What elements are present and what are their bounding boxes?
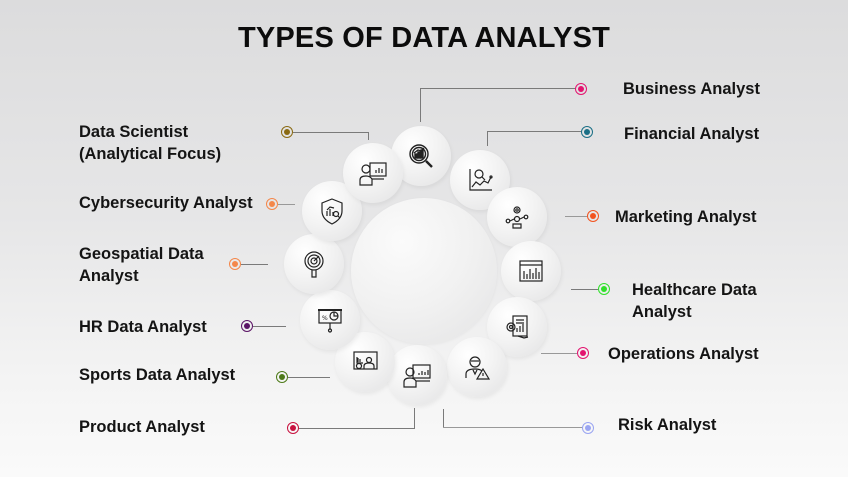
geospatial-data-analyst-label-line1: Geospatial Data xyxy=(79,245,204,263)
connector-geospatial xyxy=(241,264,268,265)
person-warning-icon xyxy=(465,356,491,380)
cybersecurity-dot xyxy=(266,198,278,210)
healthcare-data-analyst-label-line1: Healthcare Data xyxy=(632,281,757,299)
geospatial-data-analyst-label-line2: Analyst xyxy=(79,267,139,285)
data-scientist-bubble xyxy=(343,143,403,203)
connector-data-scientist xyxy=(293,132,369,133)
connector-marketing xyxy=(565,216,587,217)
presentation-board-icon: % xyxy=(318,309,342,333)
sports-dot xyxy=(276,371,288,383)
hr-data-analyst-label: HR Data Analyst xyxy=(79,318,207,336)
network-person-icon xyxy=(505,206,529,229)
connector-cybersecurity xyxy=(278,204,295,205)
connector-risk xyxy=(443,427,583,428)
sports-data-analyst-label: Sports Data Analyst xyxy=(79,366,236,384)
magnifier-chart-icon xyxy=(409,144,433,168)
connector-operations xyxy=(541,353,577,354)
gear-report-icon xyxy=(506,315,529,339)
connector-hr xyxy=(253,326,286,327)
person-monitor-icon xyxy=(403,364,431,388)
risk-analyst-bubble xyxy=(447,337,507,397)
business-dot xyxy=(575,83,587,95)
product-analyst-bubble xyxy=(387,345,447,405)
healthcare-data-analyst-label-line2: Analyst xyxy=(632,303,692,321)
connector-product xyxy=(298,428,415,429)
healthcare-dot xyxy=(598,283,610,295)
product-dot xyxy=(287,422,299,434)
connector-business xyxy=(420,89,421,122)
presenter-chart-icon xyxy=(353,351,378,370)
operations-analyst-label: Operations Analyst xyxy=(608,345,759,363)
operations-dot xyxy=(577,347,589,359)
data-scientist-label-line2: (Analytical Focus) xyxy=(79,145,222,163)
connector-financial xyxy=(487,131,488,146)
hr-dot xyxy=(241,320,253,332)
financial-dot xyxy=(581,126,593,138)
financial-analyst-label: Financial Analyst xyxy=(624,125,760,143)
risk-dot xyxy=(582,422,594,434)
geospatial-data-analyst-bubble xyxy=(284,234,344,294)
cybersecurity-analyst-label: Cybersecurity Analyst xyxy=(79,194,253,212)
hr-data-analyst-bubble: % xyxy=(300,290,360,350)
marketing-analyst-label: Marketing Analyst xyxy=(615,208,757,226)
connector-financial xyxy=(487,131,581,132)
connector-healthcare xyxy=(571,289,598,290)
geospatial-dot xyxy=(229,258,241,270)
sports-data-analyst-bubble xyxy=(335,332,395,392)
dashboard-chart-icon xyxy=(519,260,543,282)
connector-data-scientist xyxy=(368,132,369,140)
connector-business xyxy=(420,88,576,89)
marketing-analyst-bubble xyxy=(487,187,547,247)
svg-text:%: % xyxy=(322,315,328,322)
risk-analyst-label: Risk Analyst xyxy=(618,416,717,434)
radar-magnifier-icon xyxy=(304,251,324,278)
financial-chart-icon xyxy=(469,169,493,191)
connector-product xyxy=(414,408,415,428)
shield-chart-icon xyxy=(321,198,343,225)
data-scientist-label-line1: Data Scientist xyxy=(79,123,189,141)
connector-sports xyxy=(288,377,330,378)
connector-risk xyxy=(443,409,444,428)
business-analyst-label: Business Analyst xyxy=(623,80,760,98)
page-title: TYPES OF DATA ANALYST xyxy=(237,22,611,54)
center-circle xyxy=(351,198,497,344)
person-screen-icon xyxy=(359,162,387,186)
data-scientist-dot xyxy=(281,126,293,138)
marketing-dot xyxy=(587,210,599,222)
product-analyst-label: Product Analyst xyxy=(79,418,205,436)
healthcare-data-analyst-bubble xyxy=(501,241,561,301)
